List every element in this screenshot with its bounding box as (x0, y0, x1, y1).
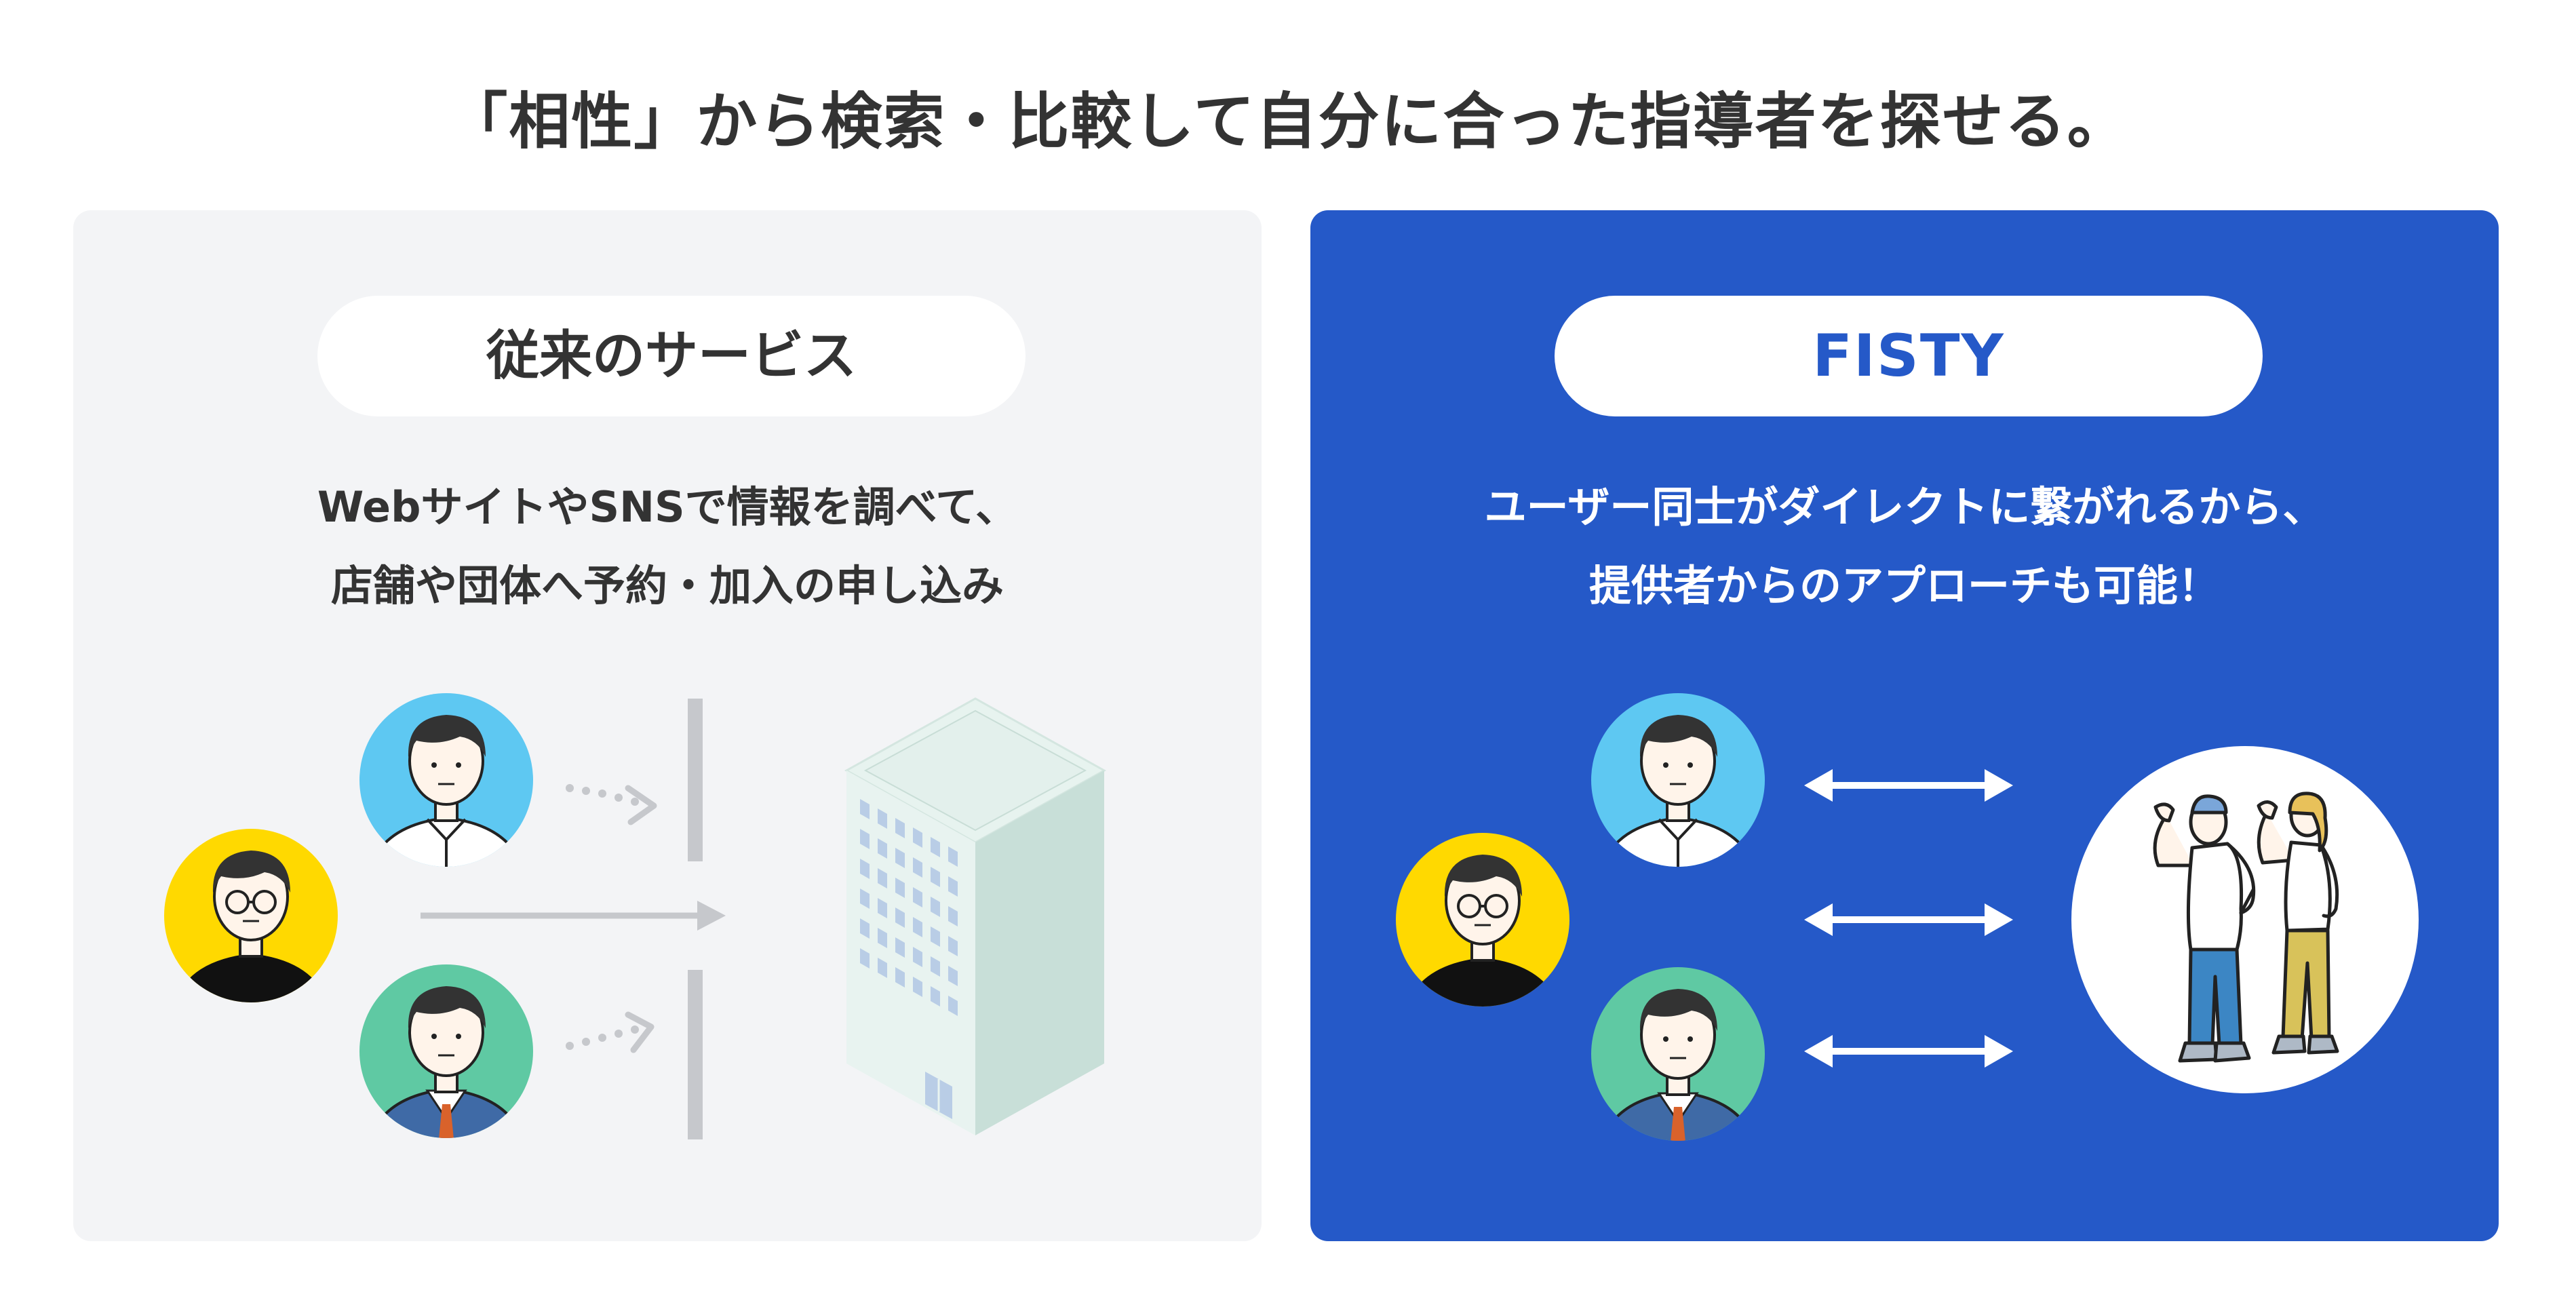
traditional-service-label: 従来のサービス (317, 296, 1026, 416)
traditional-service-panel: 従来のサービス WebサイトやSNSで情報を調べて、 店舗や団体へ予約・加入の申… (73, 210, 1262, 1241)
traditional-description-line-2: 店舗や団体へ予約・加入の申し込み (330, 561, 1004, 610)
trainers-illustration (2071, 746, 2419, 1093)
fisty-panel: FISTY ユーザー同士がダイレクトに繋がれるから、 提供者からのアプローチも可… (1310, 210, 2499, 1241)
traditional-description-line-1: WebサイトやSNSで情報を調べて、 (317, 482, 1018, 532)
fisty-connection-illustration (1396, 693, 2419, 1141)
barrier-bar-top (688, 699, 703, 861)
double-arrow-bottom (1804, 1035, 2013, 1068)
user-avatar-blue (1591, 693, 1765, 867)
user-avatar-blue (359, 693, 533, 867)
double-arrow-top (1804, 769, 2013, 802)
fisty-label: FISTY (1555, 296, 2263, 416)
solid-arrow-middle (421, 901, 726, 931)
male-trainer-figure (2153, 794, 2256, 1063)
user-avatar-yellow (1396, 833, 1569, 1007)
fisty-description: ユーザー同士がダイレクトに繋がれるから、 提供者からのアプローチも可能！ (1310, 468, 2499, 625)
user-avatar-green (359, 964, 533, 1138)
user-avatar-yellow (164, 829, 338, 1002)
fisty-description-line-1: ユーザー同士がダイレクトに繋がれるから、 (1484, 482, 2325, 532)
female-trainer-figure (2257, 792, 2339, 1055)
user-avatar-green (1591, 967, 1765, 1141)
dotted-arrow-bottom (566, 1011, 655, 1053)
barrier-bar-bottom (688, 970, 703, 1139)
dotted-arrow-top (566, 784, 657, 825)
traditional-service-description: WebサイトやSNSで情報を調べて、 店舗や団体へ予約・加入の申し込み (73, 468, 1262, 625)
traditional-flow-illustration (164, 693, 1107, 1139)
fisty-description-line-2: 提供者からのアプローチも可能！ (1588, 561, 2220, 610)
double-arrow-middle (1804, 903, 2013, 936)
page-title: 「相性」から検索・比較して自分に合った指導者を探せる。 (446, 86, 2130, 157)
office-building-illustration (844, 697, 1107, 1135)
